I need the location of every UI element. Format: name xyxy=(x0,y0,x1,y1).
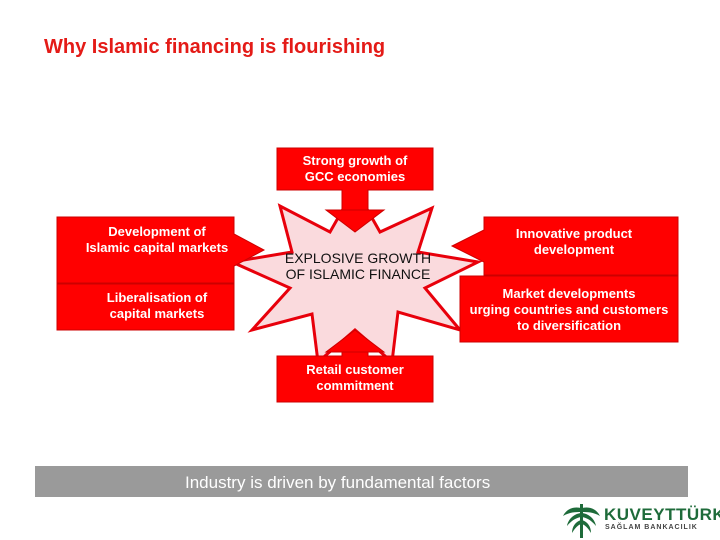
palm-tree-icon xyxy=(563,504,600,538)
factor-bottom-label: Retail customer commitment xyxy=(306,362,404,393)
factor-right-bottom-label: Market developments urging countries and… xyxy=(469,286,669,333)
summary-banner-text: Industry is driven by fundamental factor… xyxy=(185,473,491,492)
factor-right-top-label: Innovative product development xyxy=(515,226,633,257)
factor-top-callout xyxy=(276,147,434,233)
kuveytturk-logo xyxy=(563,504,600,538)
factor-left-bottom-callout xyxy=(56,283,235,331)
factor-right-top-callout xyxy=(450,216,679,276)
factor-bottom-callout xyxy=(276,329,434,403)
factor-top-label: Strong growth of GCC economies xyxy=(302,153,408,184)
factor-left-top-label: Development of Islamic capital markets xyxy=(85,224,229,255)
factor-right-bottom-callout xyxy=(459,275,679,343)
factor-left-top-callout xyxy=(56,216,266,284)
center-label: EXPLOSIVE GROWTH OF ISLAMIC FINANCE xyxy=(284,250,432,282)
page-title: Why Islamic financing is flourishing xyxy=(44,36,386,58)
factor-left-bottom-label: Liberalisation of capital markets xyxy=(106,290,208,321)
summary-banner xyxy=(35,466,688,497)
logo-name: KUVEYTTÜRK xyxy=(604,505,720,524)
logo-tagline: SAĞLAM BANKACILIK xyxy=(605,524,698,531)
